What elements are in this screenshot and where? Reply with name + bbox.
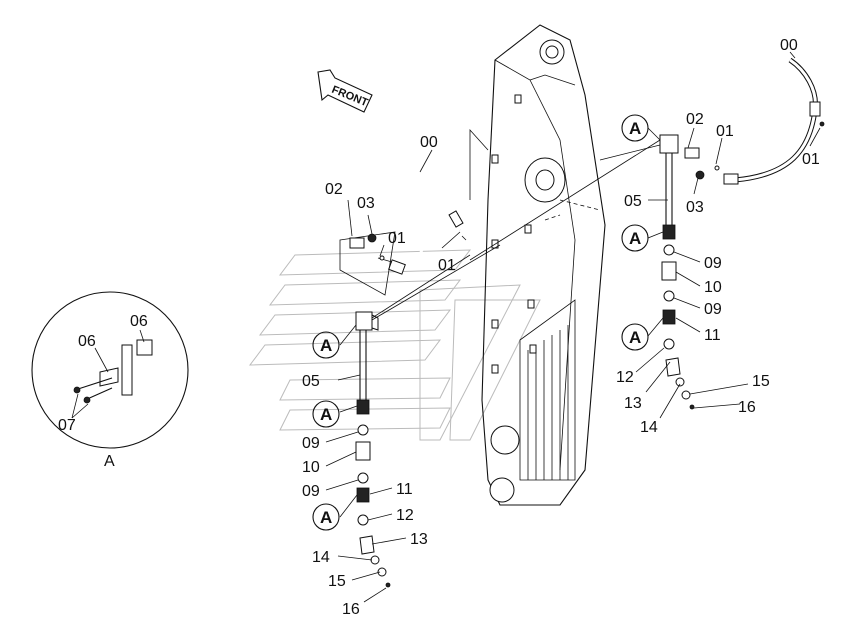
label-right-11: 11	[704, 327, 721, 344]
callout-a-3: A	[312, 503, 340, 531]
callout-a-1: A	[312, 331, 340, 359]
label-right-01b: 01	[802, 151, 820, 168]
label-detail-a: A	[104, 453, 115, 470]
callout-a-2: A	[312, 400, 340, 428]
label-center-10: 10	[302, 459, 320, 476]
label-left-02: 02	[325, 181, 343, 198]
label-right-05: 05	[624, 193, 642, 210]
label-center-13: 13	[410, 531, 428, 548]
label-right-13: 13	[624, 395, 642, 412]
right-hose-group	[469, 51, 825, 419]
callout-a-6: A	[621, 323, 649, 351]
label-detail-07: 07	[58, 417, 76, 434]
label-left-03: 03	[357, 195, 375, 212]
label-right-00: 00	[780, 37, 798, 54]
label-detail-06b: 06	[130, 313, 148, 330]
label-left-01b: 01	[438, 257, 456, 274]
callout-a-5-label: A	[629, 229, 641, 248]
callout-a-6-label: A	[629, 328, 641, 347]
callout-a-1-label: A	[320, 336, 332, 355]
boom-arm	[469, 24, 606, 506]
center-pipe-assembly	[325, 244, 501, 603]
label-left-01a: 01	[388, 230, 406, 247]
label-detail-06a: 06	[78, 333, 96, 350]
callout-a-4-label: A	[629, 119, 641, 138]
label-right-16: 16	[738, 399, 756, 416]
label-left-00: 00	[420, 134, 438, 151]
callout-a-3-label: A	[320, 508, 332, 527]
label-center-12: 12	[396, 507, 414, 524]
label-center-14: 14	[312, 549, 330, 566]
label-center-16: 16	[342, 601, 360, 618]
label-right-09a: 09	[704, 255, 722, 272]
label-center-11: 11	[396, 481, 413, 498]
label-right-12: 12	[616, 369, 634, 386]
callout-a-4: A	[621, 114, 649, 142]
left-hose-group	[339, 149, 467, 296]
callout-a-5: A	[621, 224, 649, 252]
label-center-15: 15	[328, 573, 346, 590]
background-watermark	[248, 249, 541, 441]
label-right-10: 10	[704, 279, 722, 296]
label-center-05: 05	[302, 373, 320, 390]
callout-a-2-label: A	[320, 405, 332, 424]
label-center-09b: 09	[302, 483, 320, 500]
front-arrow: FRONT	[317, 69, 373, 113]
label-right-02: 02	[686, 111, 704, 128]
label-right-14: 14	[640, 419, 658, 436]
label-right-09b: 09	[704, 301, 722, 318]
label-right-01a: 01	[716, 123, 734, 140]
label-center-09a: 09	[302, 435, 320, 452]
label-right-15: 15	[752, 373, 770, 390]
label-right-03: 03	[686, 199, 704, 216]
detail-view-a	[31, 291, 189, 449]
